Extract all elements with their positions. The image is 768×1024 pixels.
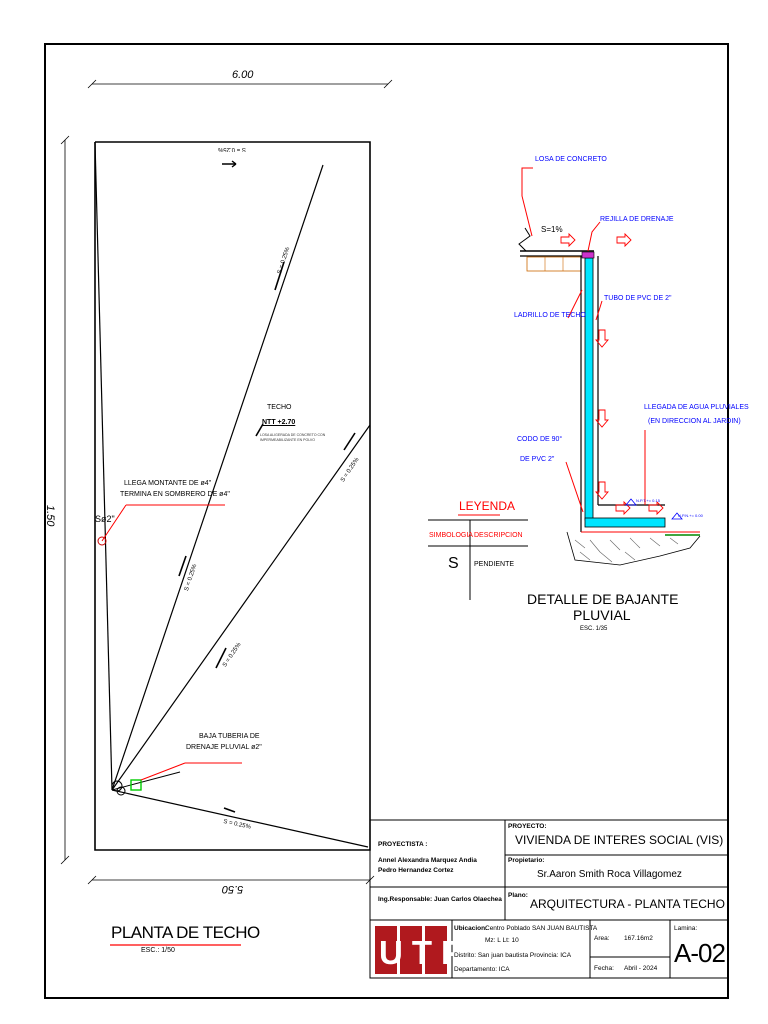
- codo-label-2: DE PVC 2": [520, 456, 555, 463]
- sheet-border: [44, 43, 729, 999]
- baja-note-1: BAJA TUBERIA DE: [199, 733, 260, 740]
- propietario-label: Propietario:: [508, 857, 545, 864]
- s2-label: Sø2": [95, 514, 115, 524]
- plano-label: Plano:: [508, 892, 528, 899]
- techo-label: TECHO: [267, 404, 292, 411]
- legend-desc: PENDIENTE: [474, 561, 515, 568]
- llegada-label-2: (EN DIRECCION AL JARDIN): [648, 418, 741, 425]
- title-block: [369, 819, 729, 979]
- legend-col-simbologia: SIMBOLOGIA: [429, 532, 473, 539]
- detail-title-1: DETALLE DE BAJANTE: [527, 591, 679, 607]
- legend-title: LEYENDA: [459, 499, 516, 513]
- area-label: Area:: [594, 935, 610, 942]
- losa-label: LOSA DE CONCRETO: [535, 156, 607, 163]
- losa-note-1: LOSA ALIGERADA DE CONCRETO CON: [260, 433, 326, 437]
- detail-scale: ESC. 1/35: [580, 626, 608, 632]
- baja-note-2: DRENAJE PLUVIAL ø2": [186, 744, 262, 751]
- proyectista-label: PROYECTISTA :: [378, 841, 428, 848]
- proyecto-label: PROYECTO:: [508, 823, 547, 830]
- downpipe-detail: [518, 167, 701, 566]
- legend-table: [428, 514, 528, 600]
- area-value: 167.16m2: [624, 935, 653, 942]
- proyectista-2: Pedro Hernandez Cortez: [378, 867, 454, 874]
- proyectista-1: Annel Alexandra Marquez Andia: [378, 857, 477, 864]
- legend-col-descripcion: DESCRIPCION: [474, 532, 523, 539]
- tubo-label: TUBO DE PVC DE 2": [604, 295, 672, 302]
- npt-label-1: N.P.T.+= 0.15: [636, 498, 660, 503]
- plan-scale: ESC.: 1/50: [141, 947, 175, 954]
- ladrillo-label: LADRILLO DE TECHO: [514, 312, 586, 319]
- lamina-label: Lamina:: [674, 925, 698, 932]
- slope-top: S = 0.25%: [218, 146, 246, 152]
- ubicacion-2: Mz: L Lt: 10: [485, 937, 519, 944]
- departamento: Departamento: ICA: [454, 966, 510, 973]
- slope-s1: S=1%: [541, 225, 563, 234]
- fecha-label: Fecha:: [594, 965, 614, 972]
- detail-title-2: PLUVIAL: [573, 607, 631, 623]
- distrito: Distrito: San juan bautista Provincia: I…: [454, 952, 572, 959]
- ubicacion-label: Ubicacion:: [454, 925, 488, 932]
- roof-plan: [60, 79, 393, 885]
- lamina-value: A-02: [674, 938, 726, 968]
- ing-responsable: Ing.Responsable: Juan Carlos Olaechea: [378, 896, 502, 903]
- dim-bottom: 5.50: [222, 883, 244, 895]
- dim-top: 6.00: [232, 69, 254, 81]
- ubicacion-1: Centro Poblado SAN JUAN BAUTISTA: [485, 925, 598, 932]
- plano-name: ARQUITECTURA - PLANTA TECHO: [530, 897, 725, 911]
- codo-label-1: CODO DE 90°: [517, 436, 563, 443]
- npt-level: NTT +2.70: [262, 419, 296, 426]
- npt-label-2: N.P.N.+= 0.00: [678, 513, 703, 518]
- fecha-value: Abril - 2024: [624, 965, 658, 972]
- losa-note-2: IMPERMEABILIZANTE EN POLVO: [260, 438, 315, 442]
- dim-left: 1.50: [44, 505, 56, 527]
- montante-note-2: TERMINA EN SOMBRERO DE ø4": [120, 491, 230, 498]
- utp-logo: [374, 925, 448, 975]
- plan-title: PLANTA DE TECHO: [111, 923, 260, 942]
- llegada-label-1: LLEGADA DE AGUA PLUVIALES: [644, 404, 749, 411]
- montante-note-1: LLEGA MONTANTE DE ø4": [124, 480, 212, 487]
- rejilla-label: REJILLA DE DRENAJE: [600, 216, 674, 223]
- legend-symbol: S: [448, 555, 459, 572]
- logo-text: UTP: [379, 934, 472, 971]
- proyecto-name: VIVIENDA DE INTERES SOCIAL (VIS): [515, 833, 724, 847]
- propietario-name: Sr.Aaron Smith Roca Villagomez: [537, 869, 682, 880]
